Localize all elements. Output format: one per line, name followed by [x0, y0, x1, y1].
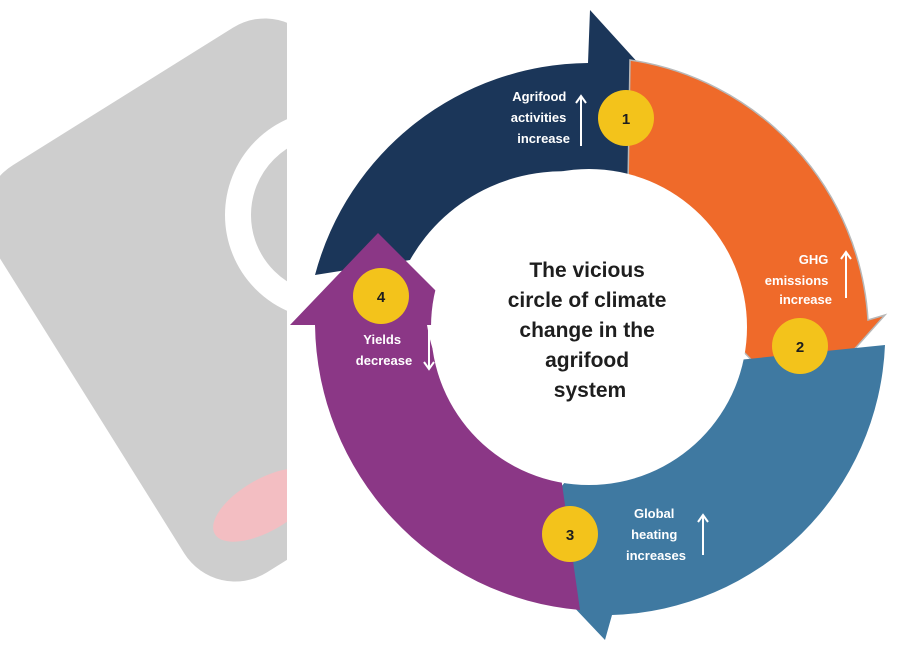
step-4: 4 Yields decrease [353, 268, 435, 371]
step-3-up-arrow-icon [697, 513, 709, 555]
step-2-label: GHG emissions increase [765, 252, 832, 307]
step-1-badge [598, 90, 654, 146]
step-4-down-arrow-icon [423, 330, 435, 371]
step-3-badge [542, 506, 598, 562]
step-1-number: 1 [622, 111, 630, 128]
center-circle [431, 169, 747, 485]
segment-1-arrow [315, 10, 690, 275]
step-1-up-arrow-icon [575, 94, 587, 146]
step-2-up-arrow-icon [840, 250, 852, 298]
step-1: 1 Agrifood activities increase [511, 89, 654, 146]
step-3-number: 3 [566, 527, 574, 544]
segment-3-arrow [515, 345, 885, 640]
step-3: 3 Global heating increases [542, 506, 709, 563]
center-title: The vicious circle of climate change in … [508, 259, 673, 402]
step-1-label: Agrifood activities increase [511, 89, 570, 146]
step-4-label: Yields decrease [356, 332, 412, 368]
segment-4-arrow [290, 233, 580, 610]
step-3-label: Global heating increases [626, 506, 686, 563]
step-2: 2 GHG emissions increase [765, 250, 852, 374]
step-4-number: 4 [377, 289, 386, 306]
step-2-badge [772, 318, 828, 374]
step-4-badge [353, 268, 409, 324]
step-2-number: 2 [796, 339, 804, 356]
